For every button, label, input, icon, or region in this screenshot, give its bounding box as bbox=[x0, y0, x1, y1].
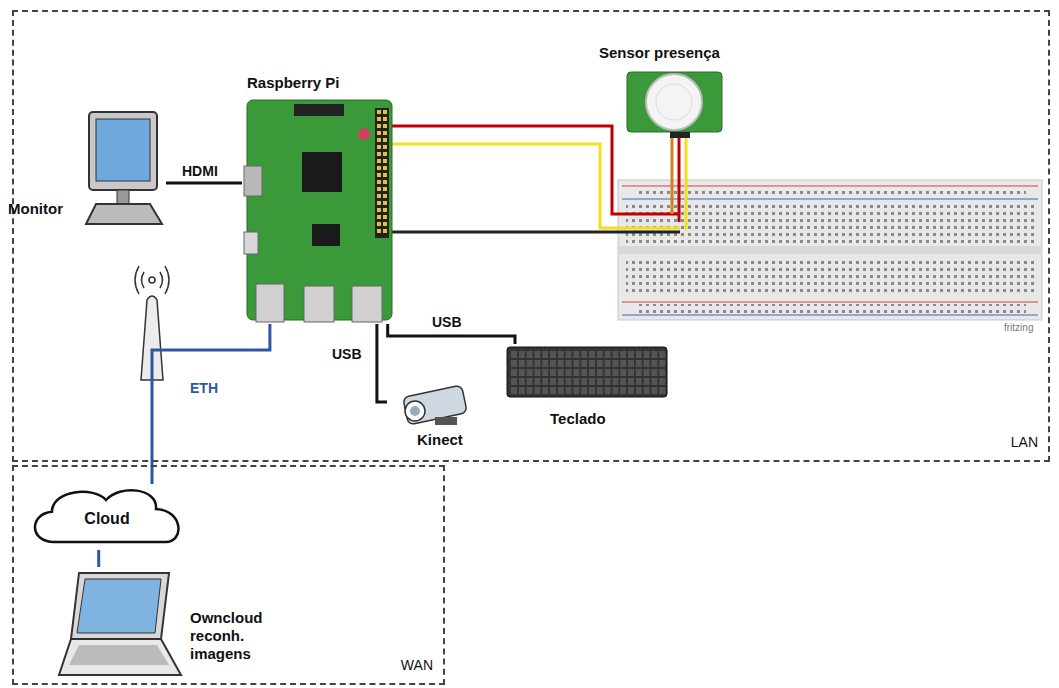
device-label: Teclado bbox=[550, 410, 606, 427]
device-node: Cloud bbox=[24, 484, 190, 550]
cable bbox=[97, 550, 100, 567]
device-node: Sensor presença bbox=[592, 44, 732, 139]
cable-label: ETH bbox=[188, 380, 220, 396]
device-label: Kinect bbox=[417, 431, 463, 448]
device-label: Owncloud reconh. imagens bbox=[190, 609, 270, 663]
device-node: Kinect bbox=[387, 377, 479, 453]
cable-label: USB bbox=[330, 346, 364, 362]
device-node: Owncloud reconh. imagens bbox=[57, 567, 274, 685]
device-label: Monitor bbox=[8, 200, 63, 217]
network-region: WAN CloudOwncloud reconh. imagens bbox=[12, 465, 445, 685]
device-node: Teclado bbox=[502, 344, 672, 434]
cable bbox=[152, 324, 270, 484]
cable-label: USB bbox=[430, 314, 464, 330]
gpio-wires bbox=[390, 126, 680, 232]
region-label: WAN bbox=[401, 657, 433, 673]
cable bbox=[377, 324, 387, 402]
sensor-legs bbox=[672, 134, 686, 230]
device-label: Raspberry Pi bbox=[247, 74, 340, 91]
network-region: LANRaspberry PiSensor presençaMonitorKin… bbox=[12, 10, 1050, 462]
breadboard bbox=[618, 180, 1042, 320]
device-label: Cloud bbox=[24, 510, 190, 528]
device-node: Raspberry Pi bbox=[242, 74, 397, 324]
cable bbox=[166, 182, 242, 185]
device-label: Sensor presença bbox=[599, 44, 720, 61]
watermark: fritzing bbox=[1004, 322, 1033, 333]
device-icon bbox=[242, 74, 397, 324]
cable-label: HDMI bbox=[180, 163, 220, 179]
device-node: Monitor bbox=[6, 108, 166, 233]
region-label: LAN bbox=[1011, 434, 1038, 450]
